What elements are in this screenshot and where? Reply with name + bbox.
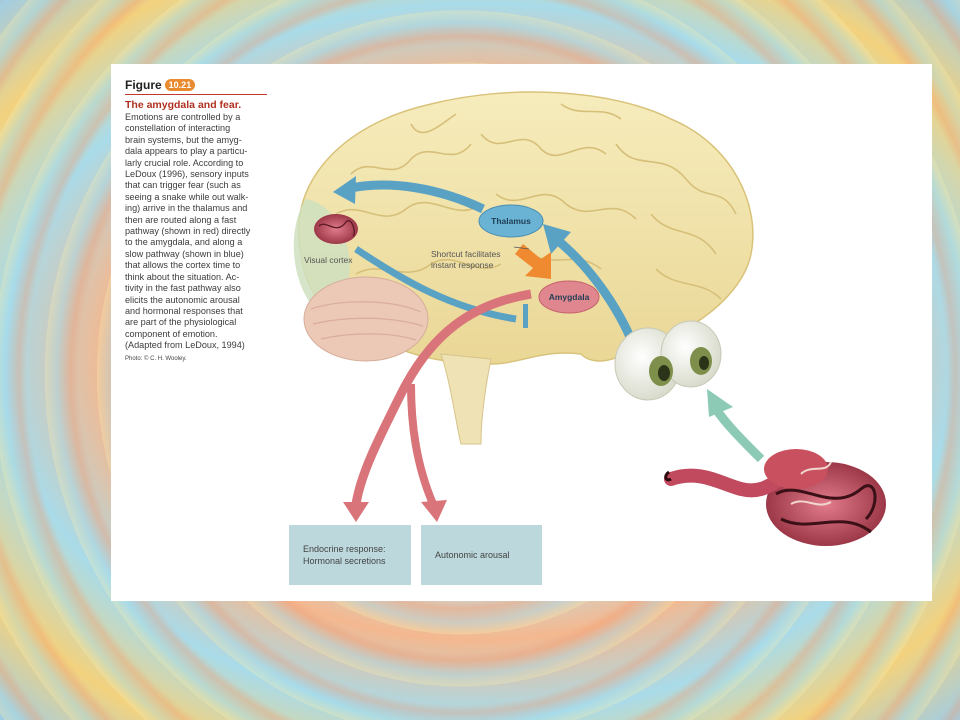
autonomic-arousal-box: Autonomic arousal <box>421 525 542 585</box>
figure-caption: Figure 10.21 The amygdala and fear. Emot… <box>125 78 267 362</box>
caption-line: are part of the physiological <box>125 317 237 328</box>
eyes-illustration <box>614 320 722 401</box>
endocrine-line1: Endocrine response: <box>303 544 386 554</box>
brainstem <box>440 353 492 445</box>
snake-to-eye-arrow <box>712 406 765 463</box>
caption-line: think about the situation. Ac- <box>125 271 240 282</box>
slow-pathway-arrow-to-cortex <box>345 180 485 214</box>
visual-cortex-label: Visual cortex <box>304 255 353 265</box>
caption-line: to the amygdala, and along a <box>125 237 243 248</box>
caption-line: and hormonal responses that <box>125 305 243 316</box>
caption-line: that can trigger fear (such as <box>125 180 241 191</box>
coiled-snake <box>664 449 886 546</box>
caption-line: (Adapted from LeDoux, 1994) <box>125 340 245 351</box>
caption-line: then are routed along a fast <box>125 214 237 225</box>
endocrine-line2: Hormonal secretions <box>303 556 386 566</box>
fast-pathway-to-autonomic <box>407 383 437 506</box>
amygdala-node <box>538 280 600 314</box>
caption-line: tivity in the fast pathway also <box>125 283 241 294</box>
slow-pathway-arrowhead-cortex <box>333 176 356 204</box>
caption-line: constellation of interacting <box>125 123 231 134</box>
figure-heading: Figure 10.21 <box>125 78 267 95</box>
shortcut-label-line1: Shortcut facilitates <box>431 249 501 259</box>
caption-line: ing) arrive in the thalamus and <box>125 203 248 214</box>
eye-to-thalamus-arrow <box>553 235 636 341</box>
figure-number-badge: 10.21 <box>164 79 196 91</box>
autonomic-label: Autonomic arousal <box>435 550 510 560</box>
snake-to-eye-arrowhead <box>707 389 733 417</box>
caption-line: component of emotion. <box>125 328 218 339</box>
amygdala-label: Amygdala <box>548 292 590 302</box>
figure-word: Figure <box>125 78 162 92</box>
figure-body: Emotions are controlled by a constellati… <box>125 112 265 352</box>
shortcut-orange-arrow <box>515 244 551 279</box>
thalamus-label: Thalamus <box>491 216 531 226</box>
caption-line: pathway (shown in red) directly <box>125 226 251 237</box>
endocrine-arrowhead <box>343 502 369 522</box>
caption-line: LeDoux (1996), sensory inputs <box>125 169 249 180</box>
caption-line: elicits the autonomic arousal <box>125 294 240 305</box>
thalamus-node <box>478 204 544 238</box>
caption-line: dala appears to play a particu- <box>125 146 248 157</box>
caption-line: slow pathway (shown in blue) <box>125 248 244 259</box>
fast-pathway-to-endocrine <box>351 289 532 505</box>
caption-line: Emotions are controlled by a <box>125 112 241 122</box>
caption-line: that allows the cortex time to <box>125 260 241 271</box>
shortcut-pointer-line <box>513 246 530 250</box>
caption-line: larly crucial role. According to <box>125 157 244 168</box>
cerebellum <box>303 276 429 362</box>
slow-pathway-arrow-to-amygdala <box>354 246 517 323</box>
eye-to-thalamus-arrowhead <box>543 224 571 254</box>
brain-folds <box>335 103 737 300</box>
autonomic-arrowhead <box>421 500 447 522</box>
caption-line: seeing a snake while out walk- <box>125 191 249 202</box>
shortcut-label-line2: instant response <box>431 260 494 270</box>
amygdala-diagram <box>293 91 886 546</box>
slow-pathway-terminal-bar <box>523 304 528 328</box>
endocrine-response-box: Endocrine response: Hormonal secretions <box>289 525 411 585</box>
visual-cortex-snake-image <box>314 214 358 244</box>
slide-panel: Figure 10.21 The amygdala and fear. Emot… <box>111 64 932 601</box>
figure-title: The amygdala and fear. <box>125 99 242 111</box>
photo-credit: Photo: © C. H. Wooley. <box>125 355 187 362</box>
caption-line: brain systems, but the amyg- <box>125 134 242 145</box>
